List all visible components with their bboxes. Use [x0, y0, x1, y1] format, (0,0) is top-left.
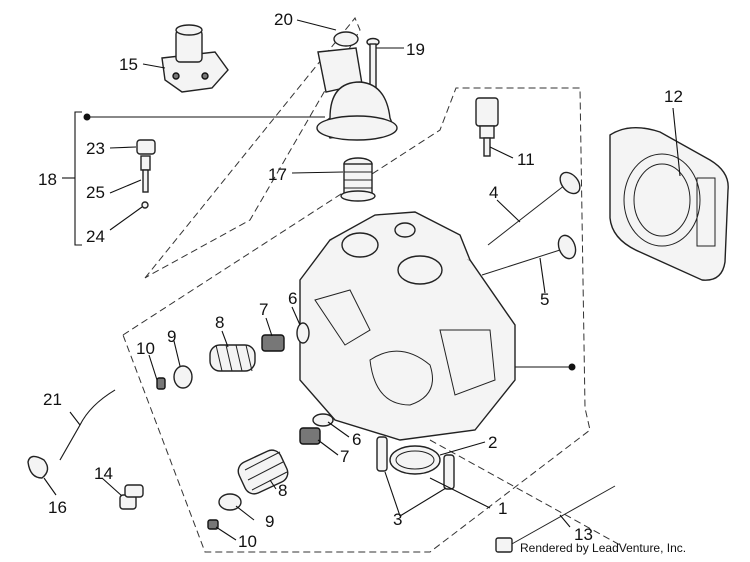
lower-spring-group [207, 413, 334, 530]
part-24-washer [141, 201, 149, 209]
part-13-head-bolt [495, 485, 616, 553]
part-11-temp-sensor [475, 97, 499, 157]
label-7-upper: 7 [259, 300, 268, 319]
render-credit: Rendered by LeadVenture, Inc. [520, 541, 687, 555]
part-12-head-gasket [609, 127, 729, 281]
label-21: 21 [43, 390, 62, 409]
label-18: 18 [38, 170, 57, 189]
part-16-clamp [27, 455, 49, 479]
group-18-bracket [74, 111, 82, 246]
part-21-hose-inner [59, 389, 116, 461]
label-2: 2 [488, 433, 497, 452]
part-17-thermostat [340, 157, 376, 202]
part-20-oring [333, 31, 359, 47]
part-14-fitting [119, 484, 144, 510]
label-24: 24 [86, 227, 105, 246]
label-4: 4 [489, 183, 498, 202]
label-15: 15 [119, 55, 138, 74]
part-25-sensor [140, 155, 151, 193]
label-8-upper: 8 [215, 313, 224, 332]
label-10-lower: 10 [238, 532, 257, 551]
label-9-upper: 9 [167, 327, 176, 346]
label-23: 23 [86, 139, 105, 158]
part-19-bolt [366, 37, 380, 91]
upper-spring-group [156, 322, 310, 390]
label-12: 12 [664, 87, 683, 106]
group-dot-head [568, 363, 576, 371]
label-20: 20 [274, 10, 293, 29]
part-5-valve [481, 234, 577, 276]
label-6-upper: 6 [288, 289, 297, 308]
part-21-hose [59, 389, 116, 461]
label-19: 19 [406, 40, 425, 59]
label-8-lower: 8 [278, 481, 287, 500]
thermostat-housing [316, 47, 398, 141]
part-15-housing [161, 24, 229, 93]
part-3-dowel-pins [376, 436, 455, 490]
part-23-cap [136, 139, 156, 155]
label-3: 3 [393, 510, 402, 529]
label-25: 25 [86, 183, 105, 202]
label-13: 13 [574, 525, 593, 544]
label-6-lower: 6 [352, 430, 361, 449]
group-dot-18 [83, 113, 91, 121]
bolt-dash-line [429, 439, 621, 546]
label-7-lower: 7 [340, 447, 349, 466]
leader-lines [43, 19, 681, 541]
label-9-lower: 9 [265, 512, 274, 531]
label-1: 1 [498, 499, 507, 518]
label-16: 16 [48, 498, 67, 517]
label-10-upper: 10 [136, 339, 155, 358]
cylinder-head [299, 211, 516, 441]
label-14: 14 [94, 464, 113, 483]
label-5: 5 [540, 290, 549, 309]
label-17: 17 [268, 165, 287, 184]
label-11: 11 [517, 150, 535, 169]
part-4-valve [487, 171, 581, 246]
part-2-gasket-ring [389, 445, 441, 475]
